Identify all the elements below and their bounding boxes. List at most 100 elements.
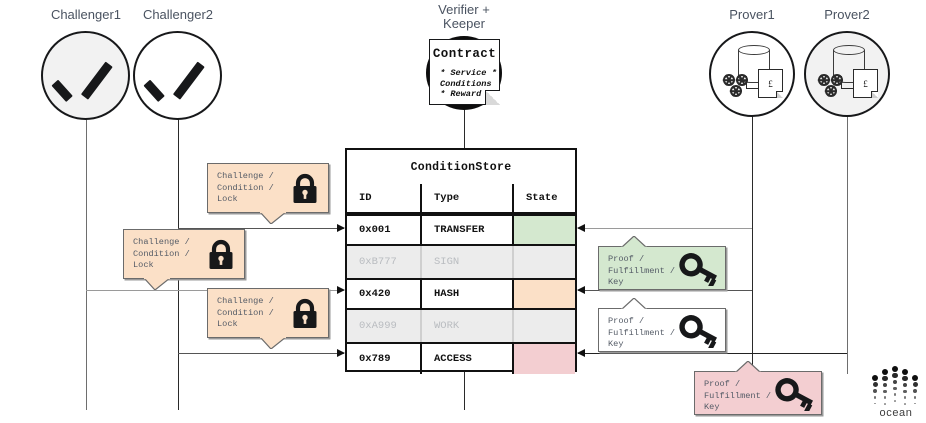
logo-dot	[903, 389, 907, 394]
logo-dot	[914, 402, 916, 405]
cell-id: 0x001	[347, 216, 422, 244]
cell-type: TRANSFER	[422, 216, 514, 244]
condition-store-table: ConditionStore ID Type State 0x001 TRANS…	[345, 148, 577, 374]
message-proof-0x420	[577, 286, 752, 295]
callout-challenge-0x789[interactable]: Challenge / Condition / Lock	[207, 288, 329, 349]
logo-dot	[912, 375, 919, 382]
logo-dot	[873, 388, 878, 393]
message-challenge-0x789	[178, 349, 345, 358]
logo-dot	[892, 379, 898, 385]
lock-icon	[293, 173, 317, 203]
key-icon	[775, 378, 813, 411]
contract-note-icon[interactable]: Contract * Service * Conditions * Reward	[429, 39, 500, 105]
callout-proof-0x789[interactable]: Proof / Fulfillment / Key	[694, 361, 822, 415]
key-icon	[679, 315, 717, 348]
cell-state	[514, 246, 575, 278]
cell-id: 0xB777	[347, 246, 422, 278]
callout-challenge-0x001[interactable]: Challenge / Condition / Lock	[207, 163, 329, 224]
lock-icon	[209, 239, 233, 269]
actor-label-verifier-keeper: Verifier + Keeper	[438, 2, 490, 31]
logo-dot	[873, 395, 877, 399]
callout-tail	[621, 298, 647, 310]
callout-text: Challenge / Condition / Lock	[217, 171, 274, 205]
key-icon	[679, 253, 717, 286]
callout-text: Challenge / Condition / Lock	[133, 237, 190, 271]
actor-label-challenger1: Challenger1	[50, 7, 122, 22]
cell-id: 0x420	[347, 280, 422, 308]
callout-text: Challenge / Condition / Lock	[217, 296, 274, 330]
reward-document-icon: £	[853, 69, 878, 98]
lock-icon	[293, 298, 317, 328]
logo-dot	[903, 396, 907, 399]
logo-dot	[884, 403, 886, 405]
gear-icon	[730, 85, 742, 97]
logo-dot	[892, 366, 899, 373]
callout-text: Proof / Fulfillment / Key	[608, 316, 676, 350]
cell-state	[514, 216, 575, 244]
table-header-row: ID Type State	[347, 184, 575, 214]
contract-items: * Service * Conditions * Reward	[440, 68, 497, 99]
callout-proof-0x420[interactable]: Proof / Fulfillment / Key	[598, 298, 726, 352]
message-challenge-0x001	[178, 224, 345, 233]
table-row[interactable]: 0x789 ACCESS	[347, 342, 575, 374]
logo-dot	[902, 382, 908, 388]
logo-dot	[912, 381, 918, 388]
reward-document-icon: £	[758, 69, 783, 98]
column-header-type: Type	[422, 184, 514, 212]
compute-storage-icon: £	[806, 33, 888, 115]
logo-dot	[883, 396, 887, 399]
cell-state	[514, 344, 575, 374]
logo-dot	[892, 372, 898, 379]
actor-label-prover1: Prover1	[729, 7, 775, 22]
actor-prover1[interactable]: £	[709, 31, 795, 117]
table-row[interactable]: 0x001 TRANSFER	[347, 214, 575, 246]
logo-dot	[882, 369, 889, 376]
logo-dot	[904, 403, 906, 405]
logo-dot	[874, 402, 876, 405]
gear-icon	[723, 74, 735, 86]
callout-tail	[260, 337, 286, 349]
table-row[interactable]: 0xB777 SIGN	[347, 246, 575, 278]
callout-text: Proof / Fulfillment / Key	[608, 254, 676, 288]
contract-title: Contract	[432, 47, 497, 61]
logo-dot	[883, 389, 887, 394]
check-icon	[51, 57, 113, 103]
cell-state	[514, 310, 575, 342]
callout-tail	[260, 212, 286, 224]
actor-label-prover2: Prover2	[824, 7, 870, 22]
ocean-dot-logo: ocean	[870, 365, 922, 419]
logo-dot	[913, 395, 917, 399]
callout-tail	[144, 278, 170, 290]
cell-state	[514, 280, 575, 308]
message-proof-0x001	[577, 224, 752, 233]
callout-text: Proof / Fulfillment / Key	[704, 379, 772, 413]
brand-wordmark: ocean	[879, 407, 913, 419]
table-row[interactable]: 0x420 HASH	[347, 278, 575, 310]
lifeline-prover1	[751, 112, 754, 384]
cell-id: 0x789	[347, 344, 422, 374]
callout-proof-0x001[interactable]: Proof / Fulfillment / Key	[598, 236, 726, 290]
actor-challenger1[interactable]	[41, 31, 130, 120]
cell-type: ACCESS	[422, 344, 514, 374]
lifeline-challenger1	[85, 112, 88, 410]
gear-icon	[818, 74, 830, 86]
logo-dot	[913, 388, 918, 393]
message-proof-0x789	[577, 349, 847, 358]
actor-label-challenger2: Challenger2	[142, 7, 214, 22]
logo-dot	[882, 382, 888, 388]
logo-dot	[882, 375, 888, 382]
lifeline-verifier-bottom	[463, 370, 466, 410]
table-title: ConditionStore	[410, 160, 512, 174]
callout-challenge-0x420[interactable]: Challenge / Condition / Lock	[123, 229, 245, 290]
column-header-state: State	[526, 192, 558, 204]
compute-storage-icon: £	[711, 33, 793, 115]
cell-type: WORK	[422, 310, 514, 342]
actor-challenger2[interactable]	[133, 31, 222, 120]
logo-dot	[872, 375, 879, 382]
logo-dot	[872, 381, 878, 388]
actor-prover2[interactable]: £	[804, 31, 890, 117]
table-row[interactable]: 0xA999 WORK	[347, 310, 575, 342]
lifeline-verifier-top	[463, 104, 466, 148]
column-header-id: ID	[347, 184, 422, 212]
